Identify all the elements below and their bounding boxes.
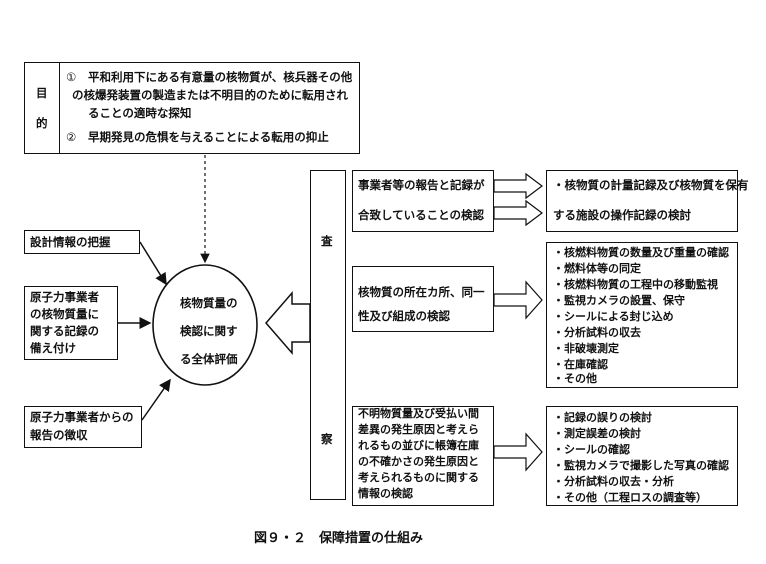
detail-2-line-2: ・燃料体等の同定: [553, 262, 641, 275]
detail-3-line-6: ・その他（工程ロスの調査等）: [553, 491, 707, 504]
check-3-line-6: 情報の検認: [358, 487, 413, 500]
purpose-label-cell: [24, 62, 60, 154]
purpose-item-1-line-2: の核爆発装置の製造または不明目的のために転用され: [72, 88, 348, 102]
purpose-item-2-marker: ②: [66, 130, 77, 144]
input-records-line-3: 関する記録の: [30, 324, 99, 338]
input-reports-line-1: 原子力事業者からの: [30, 410, 134, 424]
purpose-label-2: 的: [36, 116, 48, 130]
detail-box-3: [546, 406, 738, 506]
input-box-design-info: [24, 230, 140, 254]
detail-3-line-4: ・監視カメラで撮影した写真の確認: [553, 459, 729, 472]
figure-caption: 図９・２ 保障措置の仕組み: [254, 531, 424, 546]
input-records-line-1: 原子力事業者: [30, 290, 99, 304]
check-1-line-1: 事業者等の報告と記録が: [358, 178, 485, 192]
detail-2-line-4: ・監視カメラの設置、保守: [553, 294, 685, 307]
block-arrow-to-center: [265, 290, 311, 356]
input-box-records: [24, 286, 118, 360]
detail-2-line-5: ・シールによる封じ込め: [553, 310, 674, 323]
check-2-line-2: 性及び組成の検認: [358, 309, 450, 323]
purpose-item-1-line-1: 平和利用下にある有意量の核物質が、核兵器その他: [88, 70, 353, 84]
check-2-line-1: 核物質の所在カ所、同一: [358, 285, 485, 299]
purpose-label-1: 目: [36, 86, 48, 100]
check-box-1: [352, 170, 494, 232]
detail-3-line-2: ・測定誤差の検討: [553, 427, 641, 440]
purpose-box: [24, 62, 360, 154]
input-records-line-2: の核物質量に: [30, 307, 99, 321]
block-arrow-check-1a: [493, 172, 543, 200]
detail-2-line-7: ・非破壊測定: [553, 342, 619, 355]
check-3-line-1: 不明物質量及び受払い間: [358, 407, 479, 420]
check-3-line-2: 差異の発生原因と考えら: [358, 423, 479, 436]
detail-3-line-1: ・記録の誤りの検討: [553, 411, 652, 424]
purpose-item-1-marker: ①: [66, 70, 77, 84]
block-arrow-check-3: [493, 432, 543, 472]
arrow-design-info: [139, 241, 167, 286]
detail-1-line-2: する施設の操作記録の検討: [553, 208, 691, 222]
detail-box-2: [546, 242, 738, 388]
input-design-info-text: 設計情報の把握: [30, 235, 111, 249]
input-box-reports: [24, 406, 142, 448]
detail-2-line-3: ・核燃料物質の工程中の移動監視: [553, 278, 718, 291]
purpose-item-2-line-1: 早期発見の危惧を与えることによる転用の抑止: [88, 130, 329, 144]
inspection-label-1: 査: [321, 234, 333, 248]
block-arrow-check-1b: [493, 199, 543, 227]
detail-2-line-8: ・在庫確認: [553, 358, 608, 371]
check-box-2: [352, 266, 494, 332]
detail-box-1: [546, 170, 738, 232]
input-records-line-4: 備え付け: [30, 341, 76, 355]
input-reports-line-2: 報告の徴収: [30, 428, 88, 442]
purpose-item-1-line-3: ることの適時な探知: [88, 106, 192, 120]
check-3-line-3: れるもの並びに帳簿在庫: [358, 439, 479, 452]
detail-3-line-3: ・シールの確認: [553, 443, 630, 456]
check-1-line-2: 合致していることの検認: [358, 208, 485, 222]
block-arrow-check-2: [493, 280, 543, 320]
check-3-line-4: の不確かさの発生原因と: [358, 455, 479, 468]
center-line-3: る全体評価: [180, 352, 238, 366]
detail-2-line-1: ・核燃料物質の数量及び重量の確認: [553, 246, 729, 259]
center-line-2: 検認に関す: [180, 324, 238, 338]
center-line-1: 核物質量の: [180, 296, 238, 310]
center-ellipse: [152, 264, 258, 386]
detail-2-line-9: ・その他: [553, 372, 597, 385]
inspection-label-2: 察: [321, 432, 333, 446]
detail-1-line-1: ・核物質の計量記録及び核物質を保有: [553, 178, 749, 192]
arrow-reports: [141, 378, 171, 421]
check-3-line-5: 考えられるものに関する: [358, 471, 479, 484]
detail-3-line-5: ・分析試料の収去・分析: [553, 475, 674, 488]
detail-2-line-6: ・分析試料の収去: [553, 326, 641, 339]
